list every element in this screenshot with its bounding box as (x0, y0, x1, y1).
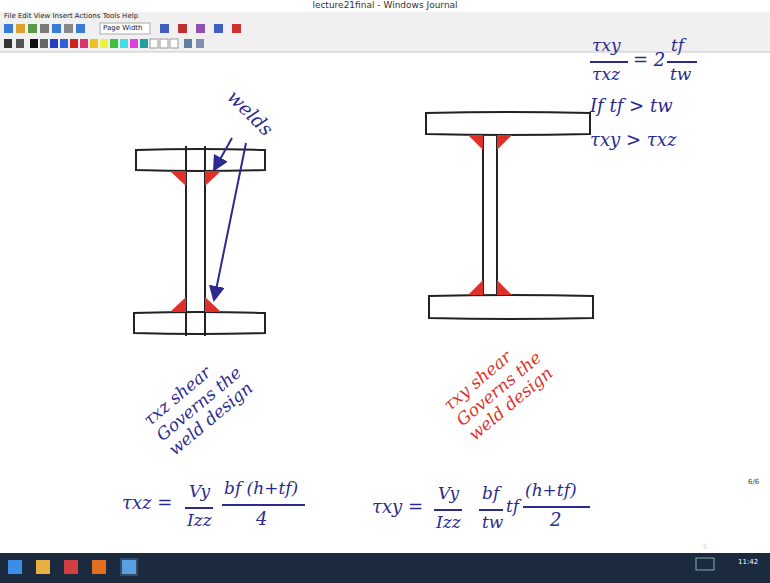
formula-term: (h+tf) (525, 481, 577, 501)
taskbar (0, 553, 770, 583)
formula-term: Izz (436, 513, 461, 533)
formula-term: tf (506, 497, 519, 517)
taskbar-text: 6 (703, 543, 707, 551)
i-beam-left (134, 146, 265, 336)
menu-bar: File Edit View Insert Actions Tools Help (4, 12, 138, 20)
toolbar-icons (4, 23, 241, 48)
formula-term: τxy = (372, 497, 423, 518)
formula-term: 4 (256, 509, 267, 530)
i-beam-right (426, 112, 593, 319)
formula-term: tw (670, 65, 691, 85)
window-title: lecture21final - Windows Journal (312, 0, 457, 10)
callout-label: welds (223, 86, 278, 141)
formula-term: bf (482, 484, 499, 504)
formula-term: tw (482, 513, 503, 533)
fraction-bars (185, 62, 697, 510)
clock-text: 11:42 (738, 558, 758, 566)
zoom-dropdown: Page Width (103, 24, 143, 32)
formula-term: Vy (189, 482, 210, 502)
note-text: τxy > τxz (590, 130, 676, 151)
page-number: 6/6 (748, 478, 759, 486)
formula-term: tf (671, 36, 684, 56)
weld-symbols (468, 135, 512, 295)
note-text: τxy shear Governs the weld design (440, 325, 567, 444)
formula-term: Vy (438, 484, 459, 504)
leader-lines (214, 138, 246, 300)
formula-term: 2 (550, 510, 561, 531)
note-text: If tf > tw (590, 96, 673, 117)
formula-term: τxz (592, 65, 620, 85)
formula-term: = 2 (633, 50, 665, 71)
weld-symbols (170, 171, 221, 312)
formula-term: bf (h+tf) (224, 479, 298, 499)
chrome-bar (0, 0, 770, 52)
formula-term: τxy (592, 36, 621, 56)
formula-term: τxz = (122, 493, 172, 514)
formula-term: Izz (187, 511, 212, 531)
note-text: τxz shear Governs the weld design (140, 343, 263, 460)
